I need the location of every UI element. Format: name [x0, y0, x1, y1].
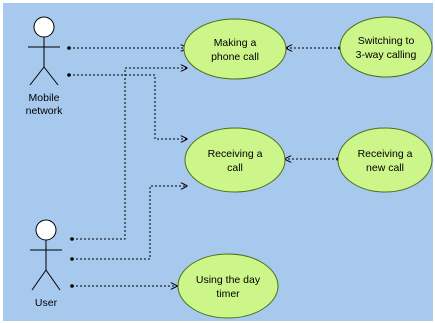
actor-label: User: [35, 297, 58, 309]
actor-label-line2: network: [26, 105, 64, 117]
endpoint-dot: [67, 73, 71, 77]
connectors: [69, 48, 340, 286]
actor-mobile-network[interactable]: Mobile network: [26, 16, 64, 117]
actor-label-line1: Mobile: [29, 92, 60, 104]
connector-mobile-to-receiving-call: [69, 74, 187, 139]
use-case-making-call[interactable]: Making a phone call: [183, 18, 287, 80]
use-case-label-line2: phone call: [211, 51, 259, 63]
use-case-label-line1: Receiving a: [358, 148, 413, 160]
use-case-label-line2: new call: [366, 162, 404, 174]
use-case-receiving-new-call[interactable]: Receiving a new call: [337, 127, 433, 193]
use-case-receiving-call[interactable]: Receiving a call: [184, 127, 286, 193]
use-case-label-line1: Switching to: [358, 35, 415, 47]
use-case-ellipse: [177, 253, 279, 319]
endpoint-dot: [70, 237, 74, 241]
use-case-ellipse: [184, 127, 286, 193]
endpoint-dot: [70, 257, 74, 261]
use-case-label-line1: Receiving a: [208, 148, 263, 160]
stick-figure-icon: [30, 219, 62, 291]
use-case-label-line1: Making a: [214, 37, 257, 49]
use-case-day-timer[interactable]: Using the day timer: [177, 253, 279, 319]
stick-figure-icon: [28, 16, 60, 86]
use-case-ellipse: [337, 127, 433, 193]
endpoint-dot: [67, 46, 71, 50]
use-case-ellipse: [339, 16, 433, 78]
use-case-label-line1: Using the day: [196, 274, 261, 286]
actor-user[interactable]: User: [30, 219, 62, 309]
endpoint-dot: [70, 284, 74, 288]
use-case-switching-3-way[interactable]: Switching to 3-way calling: [339, 16, 433, 78]
use-case-label-line2: timer: [216, 288, 240, 300]
connector-user-to-receiving-call: [72, 186, 187, 260]
use-case-ellipse: [183, 18, 287, 80]
use-case-label-line2: call: [227, 162, 243, 174]
use-case-label-line2: 3-way calling: [356, 49, 417, 61]
